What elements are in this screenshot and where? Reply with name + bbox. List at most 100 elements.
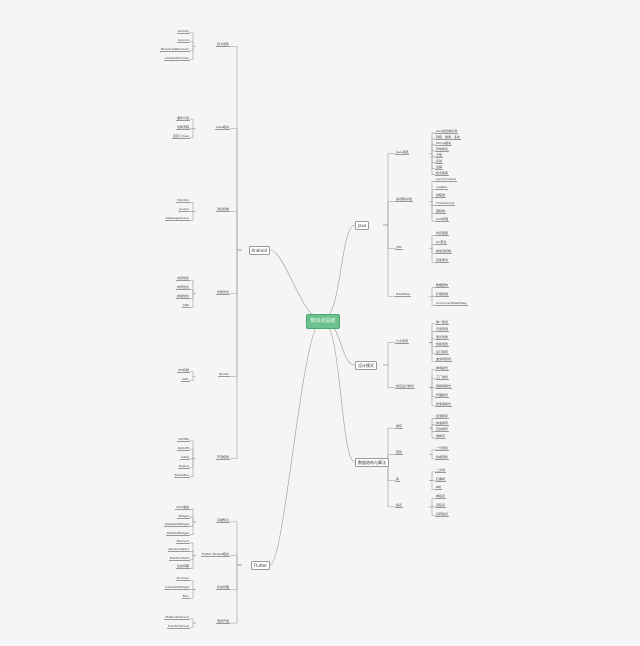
leaf-node[interactable]: ConcurrentHashMap (435, 301, 468, 307)
leaf-node[interactable]: ANR (181, 303, 190, 309)
leaf-node[interactable]: 单链表 (435, 494, 447, 500)
branch-flutter[interactable]: Flutter (250, 561, 270, 570)
leaf-node[interactable]: 接口隔离 (435, 349, 450, 355)
leaf-node[interactable]: ThreadLocal (435, 201, 456, 207)
leaf-node[interactable]: volatile (435, 185, 448, 191)
leaf-node[interactable]: 工厂模式 (435, 374, 450, 380)
leaf-node[interactable]: 迪米特原则 (435, 357, 453, 363)
leaf-node[interactable]: 二分查找 (435, 445, 450, 451)
topic-node[interactable]: 树 (395, 476, 401, 482)
leaf-node[interactable]: MethodChannel (164, 614, 190, 620)
leaf-node[interactable]: 锁机制 (435, 209, 447, 215)
leaf-node[interactable]: Element (175, 538, 190, 544)
leaf-node[interactable]: Provider (175, 576, 190, 582)
topic-node[interactable]: 查找 (395, 450, 404, 456)
leaf-node[interactable]: 开闭原则 (435, 327, 450, 333)
leaf-node[interactable]: 类加载机制 (435, 249, 453, 255)
leaf-node[interactable]: 堆排序 (435, 433, 447, 439)
leaf-node[interactable]: Handler (176, 198, 190, 204)
leaf-node[interactable]: Bloc (181, 594, 190, 600)
leaf-node[interactable]: 生命周期 (175, 564, 190, 570)
leaf-node[interactable]: Dart语言 (175, 505, 190, 511)
leaf-node[interactable]: 观察者模式 (435, 383, 453, 389)
leaf-node[interactable]: 反转链表 (435, 511, 450, 517)
branch-algo[interactable]: 数据结构与算法 (355, 458, 389, 467)
topic-node[interactable]: View相关 (214, 124, 230, 130)
branch-android[interactable]: Android (248, 246, 270, 255)
leaf-node[interactable]: Service (176, 37, 190, 43)
leaf-node[interactable]: 自定义View (171, 133, 190, 139)
topic-node[interactable]: 混合开发 (215, 619, 230, 625)
leaf-node[interactable]: 异常体系 (435, 146, 450, 152)
leaf-node[interactable]: ContentProvider (163, 55, 190, 61)
leaf-node[interactable]: 双链表 (435, 502, 447, 508)
leaf-node[interactable]: 注解 (435, 164, 444, 170)
leaf-node[interactable]: 二叉树 (435, 467, 447, 473)
topic-node[interactable]: 性能优化 (215, 289, 230, 295)
leaf-node[interactable]: IPC机制 (177, 367, 190, 373)
leaf-node[interactable]: Widget (177, 513, 190, 519)
leaf-node[interactable]: 建造者模式 (435, 401, 453, 407)
leaf-node[interactable]: 内存优化 (175, 276, 190, 282)
leaf-node[interactable]: 启动优化 (175, 294, 190, 300)
leaf-node[interactable]: 扩容机制 (435, 292, 450, 298)
leaf-node[interactable]: 封装、继承、多态 (435, 134, 462, 140)
leaf-node[interactable]: 快速排序 (435, 420, 450, 426)
leaf-node[interactable]: Glide (180, 454, 190, 460)
leaf-node[interactable]: AIDL (181, 376, 190, 382)
topic-node[interactable]: 消息机制 (215, 207, 230, 213)
leaf-node[interactable]: B树 (435, 485, 443, 491)
leaf-node[interactable]: RenderObject (167, 547, 190, 553)
leaf-node[interactable]: 单例模式 (435, 365, 450, 371)
topic-node[interactable]: 六大原则 (395, 338, 410, 344)
leaf-node[interactable]: RxJava (177, 463, 190, 469)
topic-node[interactable]: HashMap (395, 292, 411, 298)
leaf-node[interactable]: Looper (177, 207, 190, 213)
leaf-node[interactable]: 冒泡排序 (435, 414, 450, 420)
leaf-node[interactable]: CAS原理 (435, 217, 450, 223)
leaf-node[interactable]: 归并排序 (435, 427, 450, 433)
leaf-node[interactable]: BuildContext (168, 555, 190, 561)
branch-design[interactable]: 设计模式 (355, 361, 377, 370)
topic-node[interactable]: 四大组件 (215, 42, 230, 48)
leaf-node[interactable]: MessageQueue (164, 216, 190, 222)
leaf-node[interactable]: 里氏替换 (435, 334, 450, 340)
leaf-node[interactable]: EventBus (173, 472, 190, 478)
topic-node[interactable]: 基础知识 (215, 517, 230, 523)
leaf-node[interactable]: 线程池 (435, 193, 447, 199)
topic-node[interactable]: 开源框架 (215, 454, 230, 460)
leaf-node[interactable]: GC算法 (435, 240, 448, 246)
branch-java[interactable]: Java (355, 221, 370, 230)
leaf-node[interactable]: synchronized (435, 177, 457, 183)
leaf-node[interactable]: 布局优化 (175, 285, 190, 291)
topic-node[interactable]: Flutter Widget相关 (200, 551, 230, 557)
leaf-node[interactable]: 单一职责 (435, 319, 450, 325)
topic-node[interactable]: 链表 (395, 502, 404, 508)
leaf-node[interactable]: 双亲委派 (435, 258, 450, 264)
leaf-node[interactable]: 绘制流程 (175, 124, 190, 130)
leaf-node[interactable]: BroadcastReceiver (159, 46, 190, 52)
leaf-node[interactable]: 集合框架 (435, 170, 450, 176)
leaf-node[interactable]: 代理模式 (435, 392, 450, 398)
root-node[interactable]: 知识点总结 (306, 314, 340, 329)
leaf-node[interactable]: InheritedWidget (163, 585, 190, 591)
leaf-node[interactable]: Java的四种引用 (435, 128, 459, 134)
leaf-node[interactable]: 依赖倒置 (435, 342, 450, 348)
leaf-node[interactable]: 内存模型 (435, 231, 450, 237)
leaf-node[interactable]: StatelessWidget (163, 522, 190, 528)
leaf-node[interactable]: Activity (176, 28, 190, 34)
leaf-node[interactable]: 红黑树 (435, 476, 447, 482)
leaf-node[interactable]: 泛型 (435, 152, 444, 158)
topic-node[interactable]: 多线程/并发 (395, 197, 414, 203)
topic-node[interactable]: Java基础 (395, 149, 410, 155)
leaf-node[interactable]: OkHttp (177, 436, 190, 442)
leaf-node[interactable]: 数据结构 (435, 283, 450, 289)
topic-node[interactable]: JVM (395, 244, 403, 250)
leaf-node[interactable]: EventChannel (167, 623, 190, 629)
leaf-node[interactable]: StatefulWidget (165, 530, 190, 536)
topic-node[interactable]: 常见设计模式 (395, 383, 416, 389)
topic-node[interactable]: Binder (218, 372, 230, 378)
leaf-node[interactable]: Retrofit (176, 445, 190, 451)
leaf-node[interactable]: 反射 (435, 158, 444, 164)
leaf-node[interactable]: 哈希查找 (435, 454, 450, 460)
